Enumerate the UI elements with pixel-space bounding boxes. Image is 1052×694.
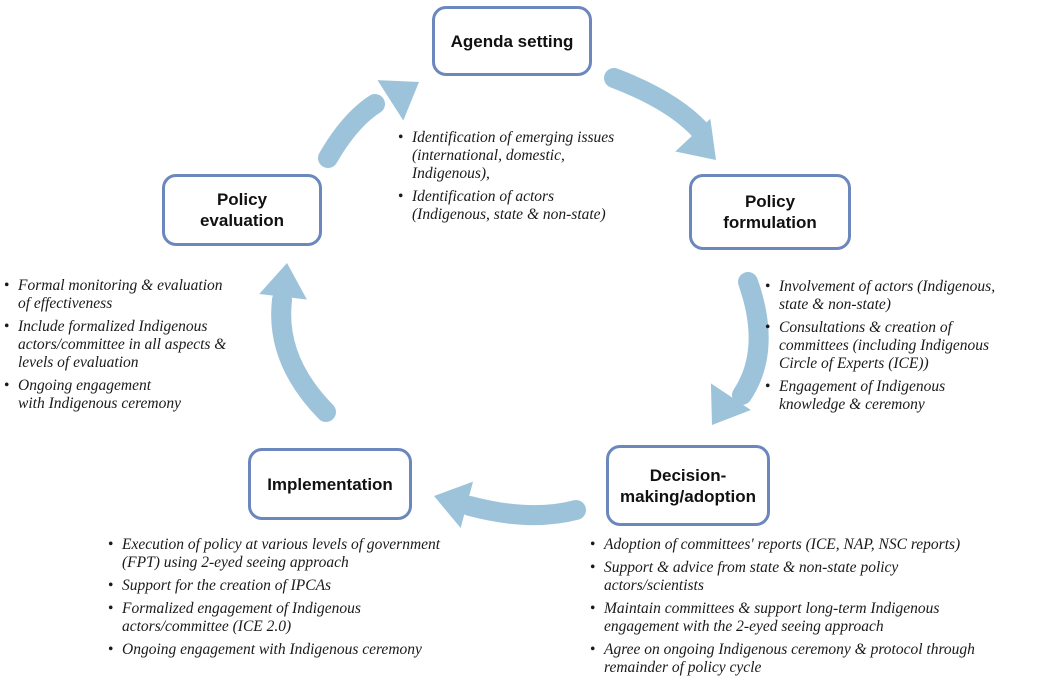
node-label-line: Decision- xyxy=(649,465,727,485)
list-item-line: Formal monitoring & evaluation xyxy=(18,277,223,294)
list-item-line: Support for the creation of IPCAs xyxy=(122,577,332,594)
list-item-line: Support & advice from state & non-state … xyxy=(604,559,899,576)
list-item: Maintain committees & support long-term … xyxy=(590,600,1050,636)
list-item-line: Formalized engagement of Indigenous xyxy=(122,600,361,617)
node-label-line: making/adoption xyxy=(620,486,756,506)
node-label-line: Agenda setting xyxy=(450,31,574,51)
node-label: Agenda setting xyxy=(451,31,574,52)
node-implementation: Implementation xyxy=(248,448,412,520)
arrow-head xyxy=(710,383,751,425)
arrow-shaft xyxy=(271,290,336,422)
list-item: Include formalized Indigenousactors/comm… xyxy=(4,318,274,372)
list-item-line: Identification of actors xyxy=(412,188,555,205)
list-item-line: levels of evaluation xyxy=(18,354,139,371)
list-item-line: state & non-state) xyxy=(779,296,891,313)
list-item-line: remainder of policy cycle xyxy=(604,659,762,676)
node-label-line: formulation xyxy=(723,213,817,232)
list-item-line: Identification of emerging issues xyxy=(412,129,615,146)
list-item: Support & advice from state & non-state … xyxy=(590,559,1050,595)
node-label: Policy formulation xyxy=(723,191,817,233)
list-item-line: Circle of Experts (ICE)) xyxy=(779,355,929,372)
list-item-line: Indigenous), xyxy=(412,165,490,182)
list-item-line: (FPT) using 2-eyed seeing approach xyxy=(122,554,349,571)
arrow-head xyxy=(377,80,419,121)
arrow-decision-to-implementation xyxy=(434,481,586,528)
list-item: Support for the creation of IPCAs xyxy=(108,577,548,595)
node-label-line: Policy xyxy=(216,190,268,209)
node-label: Policy evaluation xyxy=(200,189,284,231)
node-decision-making: Decision-making/adoption xyxy=(606,445,770,526)
list-item-line: with Indigenous ceremony xyxy=(18,395,181,412)
list-item-line: Engagement of Indigenous xyxy=(779,378,946,395)
arrow-formulation-to-decision xyxy=(710,272,769,425)
list-item: Identification of actors(Indigenous, sta… xyxy=(398,188,658,224)
list-item-line: (international, domestic, xyxy=(412,147,565,164)
list-item: Formalized engagement of Indigenousactor… xyxy=(108,600,548,636)
list-item: Ongoing engagement with Indigenous cerem… xyxy=(108,641,548,659)
list-item-line: Ongoing engagement xyxy=(18,377,152,394)
list-item-line: Include formalized Indigenous xyxy=(18,318,208,335)
list-item: Agree on ongoing Indigenous ceremony & p… xyxy=(590,641,1050,677)
arrow-head xyxy=(434,481,474,528)
node-policy-formulation: Policy formulation xyxy=(689,174,851,250)
list-item-line: engagement with the 2-eyed seeing approa… xyxy=(604,618,884,635)
list-item-line: knowledge & ceremony xyxy=(779,396,925,413)
list-item-line: Ongoing engagement with Indigenous cerem… xyxy=(122,641,422,658)
arrow-head xyxy=(675,118,716,160)
arrow-shaft xyxy=(318,94,385,168)
arrow-shaft xyxy=(460,496,586,526)
list-item-line: Adoption of committees' reports (ICE, NA… xyxy=(604,536,961,553)
arrow-agenda-to-formulation xyxy=(604,68,716,160)
decision-making-list: Adoption of committees' reports (ICE, NA… xyxy=(590,536,1050,682)
list-item-line: Execution of policy at various levels of… xyxy=(122,536,441,553)
list-item: Adoption of committees' reports (ICE, NA… xyxy=(590,536,1050,554)
node-agenda-setting: Agenda setting xyxy=(432,6,592,76)
node-label: Decision-making/adoption xyxy=(620,465,756,507)
node-label-line: Policy xyxy=(744,192,796,211)
list-item-line: actors/committee in all aspects & xyxy=(18,336,227,353)
list-item-line: actors/scientists xyxy=(604,577,704,594)
list-item: Execution of policy at various levels of… xyxy=(108,536,548,572)
node-label: Implementation xyxy=(267,474,393,495)
list-item: Identification of emerging issues(intern… xyxy=(398,129,658,183)
list-item-line: of effectiveness xyxy=(18,295,113,312)
list-item-line: Maintain committees & support long-term … xyxy=(604,600,940,617)
node-label-line: Implementation xyxy=(267,474,393,494)
list-item-line: Consultations & creation of xyxy=(779,319,952,336)
implementation-list: Execution of policy at various levels of… xyxy=(108,536,548,664)
list-item-line: actors/committee (ICE 2.0) xyxy=(122,618,292,635)
list-item: Involvement of actors (Indigenous,state … xyxy=(765,278,1050,314)
node-policy-evaluation: Policy evaluation xyxy=(162,174,322,246)
node-label-line: evaluation xyxy=(199,211,285,230)
agenda-setting-list: Identification of emerging issues(intern… xyxy=(398,129,658,229)
list-item-line: Involvement of actors (Indigenous, xyxy=(779,278,996,295)
list-item-line: committees (including Indigenous xyxy=(779,337,990,354)
policy-formulation-list: Involvement of actors (Indigenous,state … xyxy=(765,278,1050,419)
cycle-arrows xyxy=(259,68,769,528)
arrow-shaft xyxy=(604,68,710,140)
arrow-shaft xyxy=(732,272,769,405)
list-item-line: (Indigenous, state & non-state) xyxy=(412,206,606,223)
arrow-evaluation-to-agenda xyxy=(318,80,419,168)
list-item-line: Agree on ongoing Indigenous ceremony & p… xyxy=(604,641,975,658)
